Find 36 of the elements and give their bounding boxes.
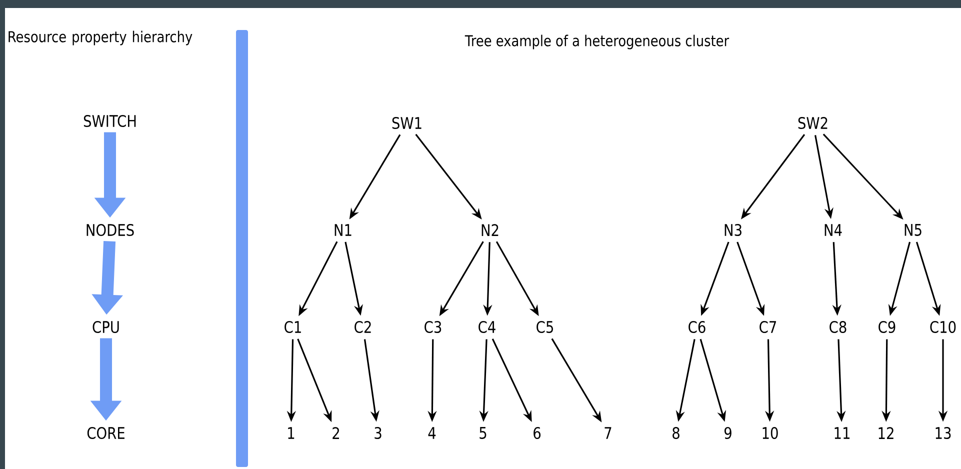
title: Tree example of a heterogeneous cluster <box>464 34 730 50</box>
tree-node-label: C6 <box>688 320 706 334</box>
tree-node-label: C1 <box>284 320 301 334</box>
number-label: 11 <box>834 427 850 439</box>
number-label: 1 <box>288 427 294 439</box>
level-label: CPU <box>92 320 119 334</box>
number-label: 12 <box>878 427 894 439</box>
tree-node-label: N5 <box>904 224 922 236</box>
tree-node-label: N2 <box>482 224 498 236</box>
tree-node-label: C5 <box>536 320 553 334</box>
tree-node-label: C4 <box>478 320 496 334</box>
tree-node-label: C2 <box>354 320 371 334</box>
number-label: 8 <box>672 426 680 440</box>
tree-node-label: C3 <box>424 320 442 334</box>
number-label: 6 <box>534 426 541 440</box>
level-label: CORE <box>87 426 124 440</box>
tree-node-label: SW2 <box>798 116 828 130</box>
tree-node-label: N4 <box>824 224 842 236</box>
tree-node-label: C8 <box>830 320 846 334</box>
tree-node-label: C10 <box>930 320 956 334</box>
number-label: 10 <box>762 426 778 440</box>
tree-node-label: C7 <box>760 320 776 334</box>
heading: Resource property hierarchy <box>8 30 192 46</box>
number-label: 3 <box>374 426 382 440</box>
number-label: 13 <box>936 426 951 440</box>
number-label: 5 <box>480 427 486 439</box>
number-label: 9 <box>724 426 732 440</box>
level-label: NODES <box>86 224 134 236</box>
tree-node-label: N3 <box>724 224 742 236</box>
tree-node-label: C9 <box>878 320 896 334</box>
tree-node-label: SW1 <box>392 116 422 130</box>
number-label: 4 <box>428 427 436 439</box>
tree-node-label: N1 <box>334 224 352 236</box>
number-label: 2 <box>332 427 339 439</box>
level-label: SWITCH <box>84 114 136 128</box>
number-label: 7 <box>604 427 612 439</box>
